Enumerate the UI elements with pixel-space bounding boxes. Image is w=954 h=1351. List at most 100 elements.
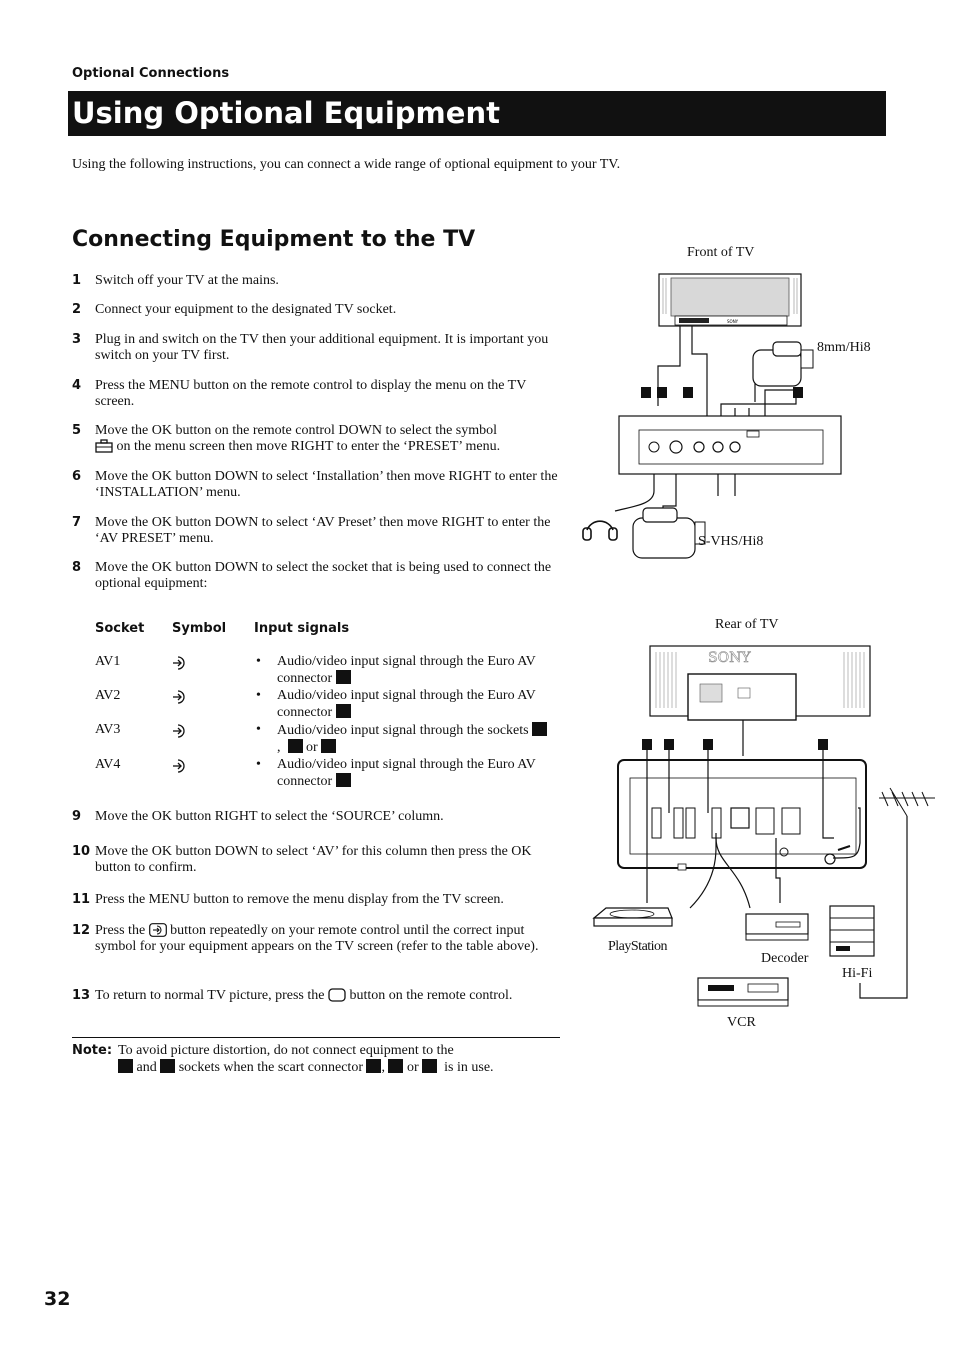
socket-marker	[287, 739, 303, 753]
step-text: button on the remote control.	[349, 988, 513, 1003]
step-text: Switch off your TV at the mains.	[95, 273, 279, 288]
playstation-illustration	[592, 907, 673, 927]
step-text: Move the OK button DOWN to select ‘AV’ f…	[95, 844, 532, 875]
step-number: 1	[72, 273, 82, 288]
step-text: Move the OK button DOWN to select ‘AV Pr…	[95, 515, 551, 546]
step-6: 6 Move the OK button DOWN to select ‘Ins…	[72, 469, 562, 501]
front-panel-illustration	[618, 415, 842, 475]
socket-marker	[642, 739, 652, 750]
step-5: 5 Move the OK button on the remote contr…	[72, 423, 562, 455]
socket-marker	[683, 387, 693, 398]
step-text: Plug in and switch on the TV then your a…	[95, 332, 549, 363]
table-header-signals: Input signals	[254, 621, 350, 636]
vcr-label: VCR	[727, 1015, 756, 1030]
vcr-illustration	[697, 977, 789, 1007]
socket-marker	[321, 739, 337, 753]
step-text: Move the OK button on the remote control…	[95, 423, 498, 438]
step-text: Press the MENU button to remove the menu…	[95, 892, 504, 907]
step-number: 8	[72, 560, 82, 575]
socket-marker	[366, 1059, 382, 1073]
preset-toolbox-icon	[95, 439, 113, 453]
socket-name: AV4	[95, 757, 121, 772]
socket-marker	[532, 722, 548, 736]
step-9: 9 Move the OK button RIGHT to select the…	[72, 809, 562, 825]
step-number: 3	[72, 332, 82, 347]
socket-marker	[388, 1059, 404, 1073]
table-header-symbol: Symbol	[172, 621, 227, 636]
headphones-illustration	[582, 520, 618, 541]
socket-name: AV3	[95, 722, 121, 737]
step-11: 11 Press the MENU button to remove the m…	[72, 892, 562, 908]
hifi-illustration	[829, 905, 875, 957]
socket-marker	[703, 739, 713, 750]
step-7: 7 Move the OK button DOWN to select ‘AV …	[72, 515, 562, 547]
socket-marker	[118, 1059, 133, 1073]
input-select-button-icon	[148, 923, 167, 937]
step-text: Move the OK button DOWN to select the so…	[95, 560, 552, 591]
intro-paragraph: Using the following instructions, you ca…	[72, 157, 621, 172]
front-tv-illustration: SONY	[658, 273, 802, 327]
hifi-label: Hi-Fi	[842, 966, 873, 981]
step-number: 13	[72, 988, 91, 1003]
svg-text:SONY: SONY	[727, 319, 739, 324]
step-number: 9	[72, 809, 82, 824]
socket-marker	[335, 704, 351, 718]
socket-marker	[160, 1059, 176, 1073]
rear-panel-illustration	[617, 759, 867, 871]
socket-marker	[335, 670, 351, 684]
camcorder-svhs-label: S-VHS/Hi8	[698, 534, 764, 549]
front-connections-diagram: SONY	[582, 273, 842, 559]
note: Note: To avoid picture distortion, do no…	[72, 1043, 494, 1075]
step-text: Press the MENU button on the remote cont…	[95, 378, 527, 409]
brand-logo: SONY	[708, 650, 751, 666]
antenna-icon	[879, 787, 935, 817]
decoder-label: Decoder	[761, 951, 809, 966]
camcorder-svhs-illustration	[632, 507, 706, 559]
front-tv-label: Front of TV	[687, 245, 755, 260]
step-number: 4	[72, 378, 82, 393]
step-text: Move the OK button DOWN to select ‘Insta…	[95, 469, 558, 500]
camcorder-8mm-illustration	[752, 341, 814, 387]
camcorder-8mm-label: 8mm/Hi8	[817, 340, 871, 355]
page-title: Using Optional Equipment	[72, 96, 500, 130]
socket-marker	[657, 387, 667, 398]
input-signal: • Audio/video input signal through the E…	[256, 757, 536, 789]
socket-name: AV1	[95, 654, 121, 669]
socket-marker	[818, 739, 828, 750]
step-4: 4 Press the MENU button on the remote co…	[72, 378, 562, 410]
step-number: 2	[72, 302, 82, 317]
input-icon	[173, 656, 185, 670]
step-text: Connect your equipment to the designated…	[95, 302, 397, 317]
input-icon	[173, 759, 185, 773]
note-divider	[72, 1037, 560, 1038]
step-text: Move the OK button RIGHT to select the ‘…	[95, 809, 444, 824]
step-8: 8 Move the OK button DOWN to select the …	[72, 560, 562, 592]
input-icon	[173, 724, 185, 738]
socket-marker	[793, 387, 803, 398]
step-text: button repeatedly on your remote control…	[95, 923, 539, 954]
socket-marker	[335, 773, 351, 787]
playstation-label: PlayStation	[608, 939, 668, 954]
page-number: 32	[44, 1288, 71, 1310]
decoder-illustration	[745, 913, 809, 941]
socket-name: AV2	[95, 688, 121, 703]
step-3: 3 Plug in and switch on the TV then your…	[72, 332, 562, 364]
section-label: Optional Connections	[72, 66, 230, 81]
input-signal: • Audio/video input signal through the E…	[256, 654, 536, 686]
input-signal: • Audio/video input signal through the s…	[256, 722, 556, 756]
socket-marker	[641, 387, 651, 398]
step-number: 11	[72, 892, 91, 907]
title-bar	[68, 91, 886, 136]
step-10: 10 Move the OK button DOWN to select ‘AV…	[72, 844, 562, 876]
step-text: Press the	[95, 923, 146, 938]
tv-button-icon	[328, 988, 346, 1002]
step-2: 2 Connect your equipment to the designat…	[72, 302, 562, 318]
step-number: 7	[72, 515, 82, 530]
step-12: 12 Press the button repeatedly on your r…	[72, 923, 562, 955]
note-label: Note:	[72, 1043, 113, 1058]
table-header-socket: Socket	[95, 621, 145, 636]
socket-marker	[664, 739, 674, 750]
step-1: 1 Switch off your TV at the mains.	[72, 273, 562, 289]
input-signal: • Audio/video input signal through the E…	[256, 688, 536, 720]
step-number: 6	[72, 469, 82, 484]
